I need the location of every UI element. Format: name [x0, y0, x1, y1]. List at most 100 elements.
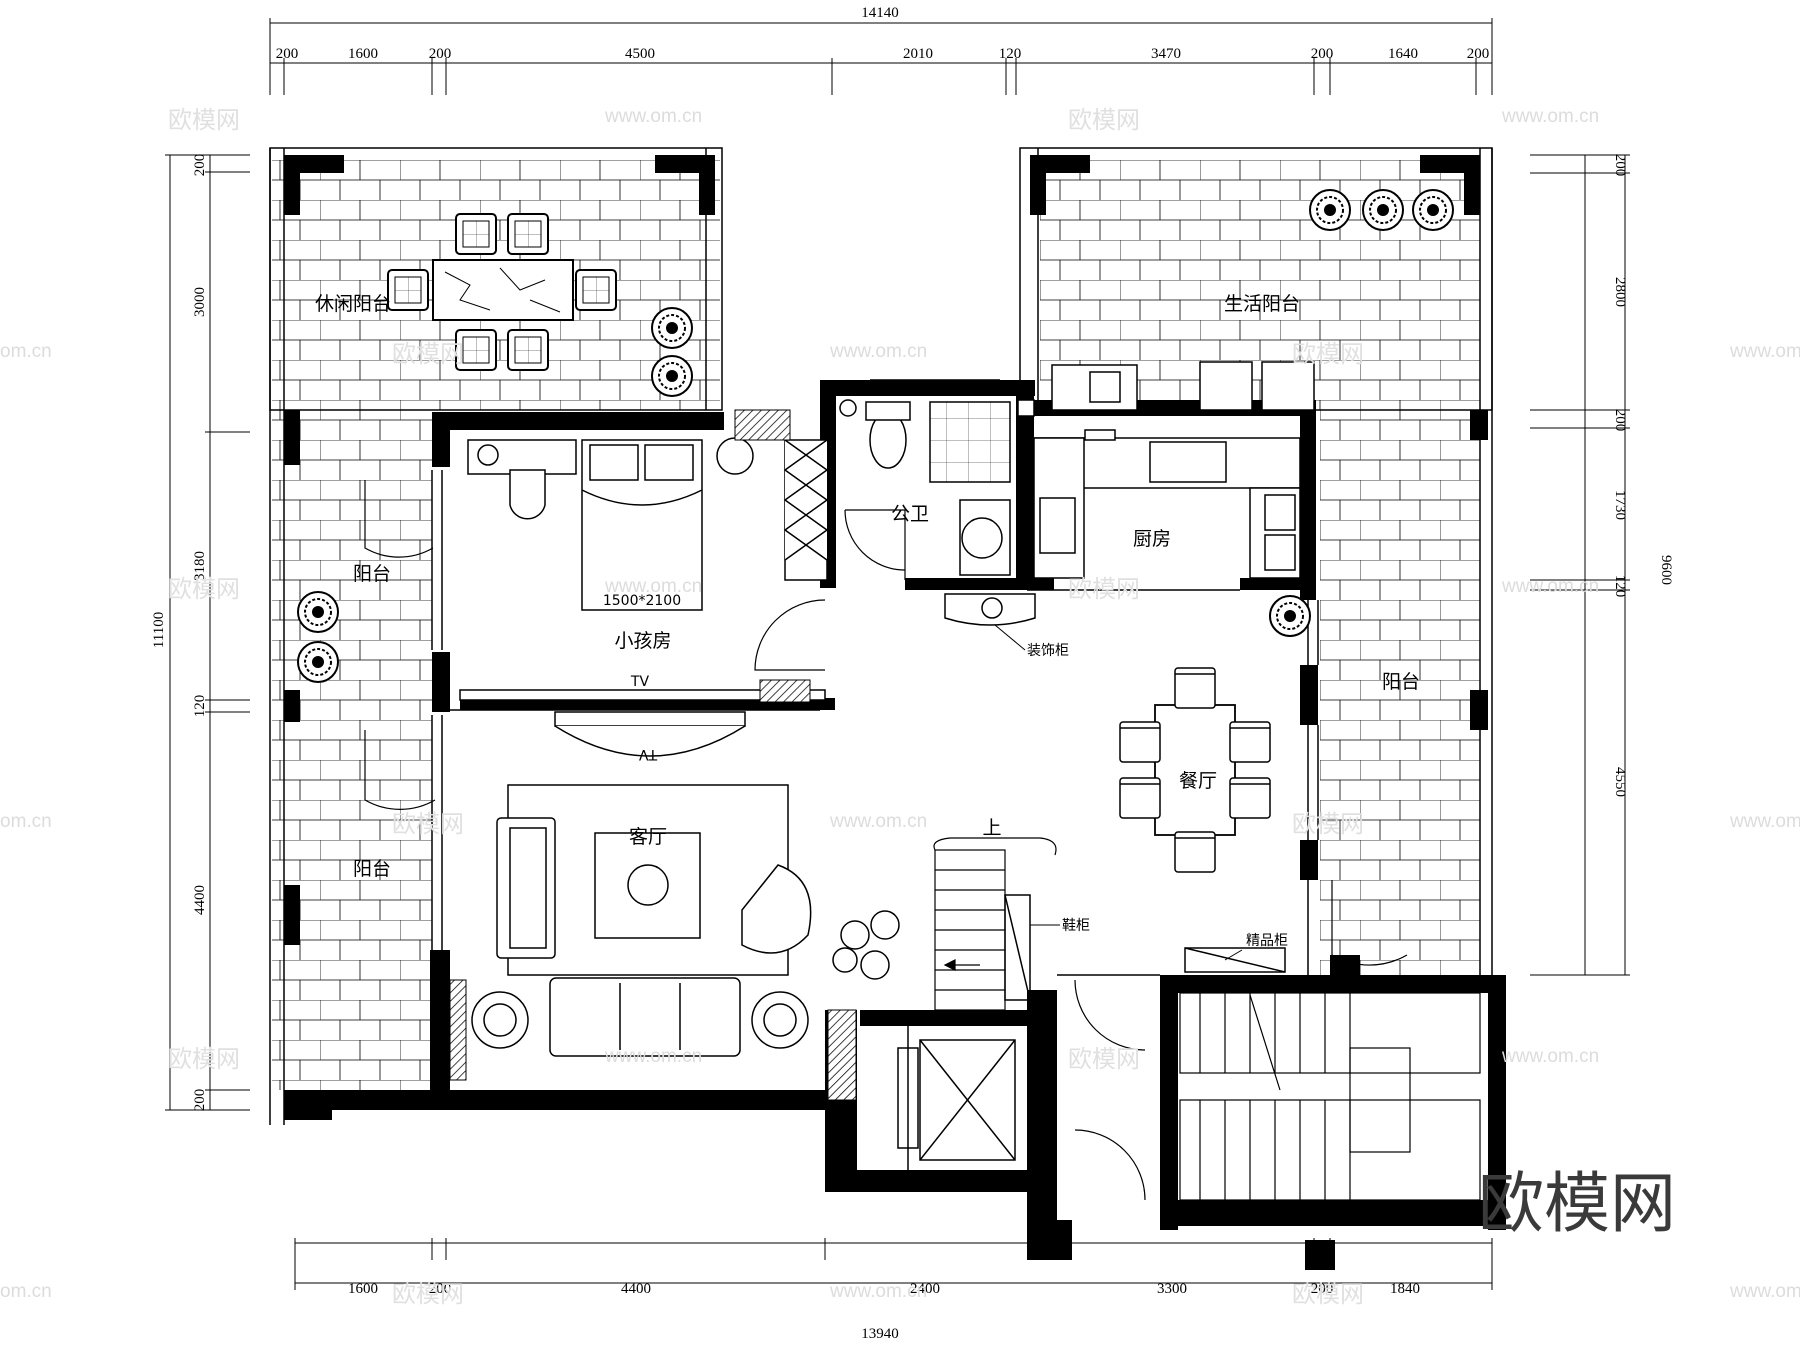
shoe-cabinet-label: 鞋柜 — [1062, 918, 1090, 934]
dim-left-segment: 3180 — [192, 551, 208, 581]
bottom-dimensions: 1600 200 4400 2400 3300 200 1840 13940 — [348, 1281, 1420, 1342]
dim-bottom-segment: 1600 — [348, 1281, 378, 1297]
tv-label-kids: TV — [630, 674, 650, 690]
watermark-brand: 欧模网 — [1292, 1280, 1364, 1308]
room-label-leisure-balcony: 休闲阳台 — [315, 293, 391, 315]
brand-watermark-large: 欧模网 — [1478, 1165, 1676, 1242]
room-label-dining-room: 餐厅 — [1179, 770, 1217, 792]
watermark-site-partial: om.cn — [0, 811, 52, 832]
watermark-site: www.om.cn — [1729, 1281, 1800, 1302]
dim-bottom-segment: 1840 — [1390, 1281, 1420, 1297]
dim-top-segment: 2010 — [903, 46, 933, 62]
dim-top-segment: 1600 — [348, 46, 378, 62]
kitchen-fixtures — [1033, 429, 1301, 579]
watermark-site: www.om.cn — [1501, 576, 1599, 597]
room-label-living-room: 客厅 — [629, 826, 667, 848]
dim-bottom-segment: 3300 — [1157, 1281, 1187, 1297]
stair-up-label: 上 — [982, 817, 1001, 839]
room-label-balcony-upper-left: 阳台 — [353, 563, 391, 585]
watermark-brand: 欧模网 — [168, 1045, 240, 1073]
watermark-site: www.om.cn — [1729, 341, 1800, 362]
room-label-balcony-lower-left: 阳台 — [353, 858, 391, 880]
dim-left-segment: 200 — [192, 154, 208, 177]
laundry-appliances — [1051, 361, 1315, 411]
dim-top-segment: 200 — [1467, 46, 1490, 62]
room-label-living-balcony: 生活阳台 — [1224, 293, 1300, 315]
watermark-site: www.om.cn — [829, 341, 927, 362]
watermarks: 欧模网 www.om.cn 欧模网 www.om.cn om.cn 欧模网 ww… — [0, 106, 1800, 1308]
dim-left-segment: 120 — [192, 695, 208, 718]
dim-left-segment: 3000 — [192, 287, 208, 317]
bed-size-label: 1500*2100 — [603, 593, 681, 609]
dim-right-segment: 2800 — [1612, 277, 1628, 307]
watermark-brand: 欧模网 — [168, 106, 240, 134]
room-labels: 休闲阳台 生活阳台 阳台 阳台 阳台 小孩房 公卫 厨房 餐厅 客厅 — [315, 293, 1420, 880]
balcony-tiles — [272, 160, 1480, 1090]
decor-cabinet-label: 装饰柜 — [1027, 643, 1069, 659]
room-label-kids-room: 小孩房 — [614, 630, 671, 652]
stairwell — [1179, 992, 1481, 1201]
right-dimensions: 200 2800 200 1730 120 4550 9600 — [1612, 154, 1674, 797]
fixture-labels: 1500*2100 TV TV 装饰柜 鞋柜 精品柜 上 — [603, 593, 1288, 949]
dim-bottom-segment: 2400 — [910, 1281, 940, 1297]
watermark-site: www.om.cn — [1729, 811, 1800, 832]
bath-fixtures — [839, 399, 1035, 576]
watermark-brand: 欧模网 — [168, 575, 240, 603]
tv-cabinet-living — [554, 711, 746, 757]
tea-table-set — [387, 213, 617, 371]
dim-bottom-total: 13940 — [861, 1326, 899, 1342]
watermark-brand: 欧模网 — [1292, 810, 1364, 838]
hatched-columns — [449, 409, 857, 1101]
display-cabinet — [1184, 947, 1286, 973]
dim-bottom-segment: 4400 — [621, 1281, 651, 1297]
dim-top-segment: 1640 — [1388, 46, 1418, 62]
room-label-public-bath: 公卫 — [891, 503, 929, 525]
dim-left-segment: 200 — [192, 1089, 208, 1112]
stairs — [933, 837, 1057, 1011]
dim-top-segment: 120 — [999, 46, 1022, 62]
watermark-site: www.om.cn — [1501, 1046, 1599, 1067]
watermark-brand: 欧模网 — [392, 810, 464, 838]
living-room-furniture — [471, 784, 900, 1057]
watermark-brand: 欧模网 — [1068, 575, 1140, 603]
dim-bottom-segment: 200 — [1311, 1281, 1334, 1297]
watermark-site: www.om.cn — [604, 106, 702, 127]
watermark-site: www.om.cn — [604, 1046, 702, 1067]
watermark-site: www.om.cn — [829, 1281, 927, 1302]
decor-cabinet — [944, 593, 1036, 626]
watermark-brand: 欧模网 — [392, 1280, 464, 1308]
dim-top-segment: 200 — [1311, 46, 1334, 62]
dim-right-segment: 4550 — [1612, 767, 1628, 797]
dim-top-total: 14140 — [861, 5, 899, 21]
doors — [364, 480, 1408, 1201]
dim-left-segment: 4400 — [192, 885, 208, 915]
dim-right-segment: 200 — [1612, 154, 1628, 177]
dining-set — [1119, 667, 1271, 873]
watermark-brand: 欧模网 — [1068, 1045, 1140, 1073]
dimension-lines — [165, 18, 1630, 1290]
elevator — [897, 1039, 1016, 1161]
dim-right-segment: 120 — [1612, 575, 1628, 598]
display-cabinet-label: 精品柜 — [1246, 933, 1288, 949]
watermark-site: www.om.cn — [829, 811, 927, 832]
watermark-site-partial: om.cn — [0, 1281, 52, 1302]
dim-right-total: 9600 — [1658, 555, 1674, 585]
watermark-brand: 欧模网 — [1292, 340, 1364, 368]
left-dimensions: 11100 200 3000 3180 120 4400 200 — [151, 154, 208, 1112]
watermark-site: www.om.cn — [604, 576, 702, 597]
dim-right-segment: 1730 — [1612, 490, 1628, 520]
kids-room-furniture — [459, 437, 829, 701]
dim-top-segment: 4500 — [625, 46, 655, 62]
top-dimensions: 14140 200 1600 200 4500 2010 120 3470 20… — [276, 5, 1490, 62]
watermark-brand: 欧模网 — [1068, 106, 1140, 134]
dim-top-segment: 3470 — [1151, 46, 1181, 62]
room-label-balcony-right: 阳台 — [1382, 671, 1420, 693]
shoe-cabinet — [1004, 894, 1031, 1001]
dim-left-total: 11100 — [151, 612, 167, 648]
dim-top-segment: 200 — [429, 46, 452, 62]
watermark-site-partial: om.cn — [0, 341, 52, 362]
dim-top-segment: 200 — [276, 46, 299, 62]
tv-label-living: TV — [639, 746, 659, 762]
walls — [284, 155, 1506, 1270]
